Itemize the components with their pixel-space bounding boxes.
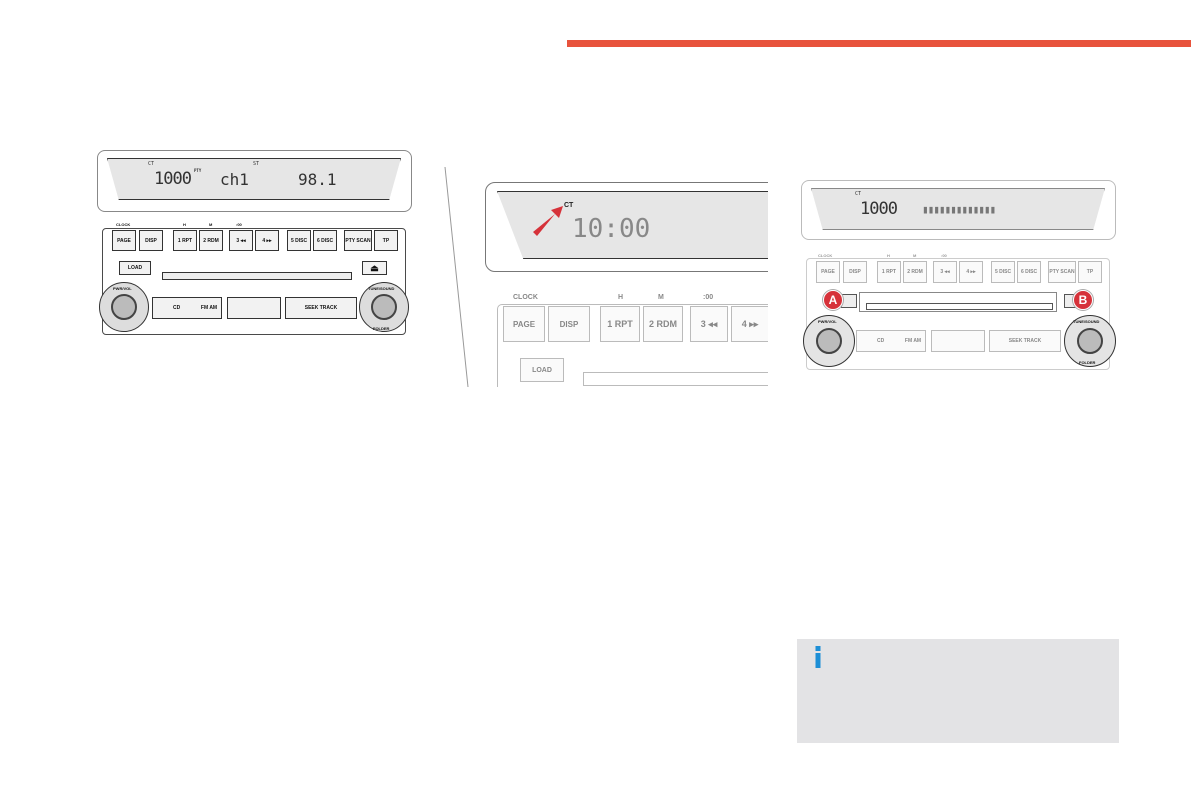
clock-label: CLOCK bbox=[818, 253, 833, 258]
arrow-icon bbox=[533, 206, 563, 236]
channel-readout: ch1 bbox=[220, 170, 249, 189]
radio-illustration-1: CT 1000 PTY ch1 ST 98.1 CLOCK H M :00 PA… bbox=[97, 150, 413, 340]
clock-readout: 1000 bbox=[860, 199, 898, 219]
seek-track-button[interactable]: SEEK TRACK bbox=[989, 330, 1061, 352]
minute-label: M bbox=[658, 294, 664, 301]
ct-indicator: CT bbox=[148, 161, 155, 167]
cd-slot bbox=[162, 272, 352, 280]
cd-slot bbox=[859, 292, 1057, 312]
preset-6-button[interactable]: 6 DISC bbox=[313, 230, 337, 251]
ct-indicator: CT bbox=[564, 202, 574, 209]
frequency-readout: 98.1 bbox=[298, 170, 337, 189]
folder-label: FOLDER bbox=[1079, 360, 1096, 365]
display-screen: CT 1000 PTY ch1 ST 98.1 bbox=[107, 158, 401, 200]
minute-label: M bbox=[209, 222, 213, 227]
hour-label: H bbox=[887, 253, 890, 258]
zero-label: :00 bbox=[941, 253, 947, 258]
load-button[interactable]: LOAD bbox=[119, 261, 151, 275]
seek-track-button[interactable]: SEEK TRACK bbox=[285, 297, 357, 319]
marker-a: A bbox=[823, 290, 843, 310]
center-blank-button[interactable] bbox=[227, 297, 281, 319]
cd-slot-inner bbox=[866, 303, 1053, 310]
disp-button[interactable]: DISP bbox=[548, 306, 590, 342]
hour-label: H bbox=[618, 294, 624, 301]
preset-2-button[interactable]: 2 RDM bbox=[903, 261, 927, 283]
clock-readout: 1000 bbox=[154, 169, 192, 189]
preset-1-button[interactable]: 1 RPT bbox=[173, 230, 197, 251]
radio-illustration-2: CT 10:00 CLOCK H M :00 PAGE DISP 1 RPT 2… bbox=[485, 182, 768, 387]
preset-6-button[interactable]: 6 DISC bbox=[1017, 261, 1041, 283]
preset-2-button[interactable]: 2 RDM bbox=[199, 230, 223, 251]
pwr-vol-label: PWR/VOL bbox=[818, 319, 837, 324]
tune-sound-knob[interactable] bbox=[1064, 315, 1116, 367]
center-blank-button[interactable] bbox=[931, 330, 985, 352]
page-button[interactable]: PAGE bbox=[112, 230, 136, 251]
tune-sound-label: TUNE/SOUND bbox=[1073, 319, 1100, 324]
radio-illustration-3: CT 1000 ▮▮▮▮▮▮▮▮▮▮▮▮▮ CLOCK H M :00 PAGE… bbox=[801, 180, 1119, 375]
marker-b: B bbox=[1073, 290, 1093, 310]
page-button[interactable]: PAGE bbox=[816, 261, 840, 283]
control-panel bbox=[806, 258, 1110, 370]
preset-2-button[interactable]: 2 RDM bbox=[643, 306, 683, 342]
st-indicator: ST bbox=[253, 161, 260, 167]
control-panel-zoom bbox=[497, 304, 768, 387]
clock-readout: 10:00 bbox=[572, 214, 651, 244]
display-housing bbox=[801, 180, 1116, 240]
zero-label: :00 bbox=[236, 222, 242, 227]
pwr-vol-knob-inner bbox=[816, 328, 842, 354]
cd-button[interactable]: CD bbox=[152, 297, 222, 319]
pty-indicator: PTY bbox=[194, 168, 202, 173]
tune-sound-label: TUNE/SOUND bbox=[368, 286, 395, 291]
tp-button[interactable]: TP bbox=[374, 230, 398, 251]
preset-1-button[interactable]: 1 RPT bbox=[600, 306, 640, 342]
pty-scan-button[interactable]: PTY SCAN bbox=[1048, 261, 1076, 283]
zero-label: :00 bbox=[703, 294, 714, 301]
ct-indicator: CT bbox=[855, 191, 862, 197]
column-divider bbox=[444, 166, 469, 388]
marker-b-label: B bbox=[1078, 293, 1088, 307]
info-icon bbox=[815, 646, 821, 668]
preset-4-button[interactable]: 4 ▸▸ bbox=[959, 261, 983, 283]
marker-a-label: A bbox=[828, 293, 838, 307]
preset-4-button[interactable]: 4 ▸▸ bbox=[255, 230, 279, 251]
tune-sound-knob-inner bbox=[371, 294, 397, 320]
tune-sound-knob-inner bbox=[1077, 328, 1103, 354]
preset-1-button[interactable]: 1 RPT bbox=[877, 261, 901, 283]
hour-label: H bbox=[183, 222, 186, 227]
preset-3-button[interactable]: 3 ◂◂ bbox=[933, 261, 957, 283]
info-box bbox=[797, 639, 1119, 743]
preset-5-button[interactable]: 5 DISC bbox=[991, 261, 1015, 283]
disp-button[interactable]: DISP bbox=[139, 230, 163, 251]
disp-button[interactable]: DISP bbox=[843, 261, 867, 283]
pty-scan-button[interactable]: PTY SCAN bbox=[344, 230, 372, 251]
preset-5-button[interactable]: 5 DISC bbox=[287, 230, 311, 251]
fm-am-button[interactable]: FM AM bbox=[901, 330, 926, 352]
preset-3-button[interactable]: 3 ◂◂ bbox=[690, 306, 728, 342]
preset-4-button[interactable]: 4 ▸▸ bbox=[731, 306, 768, 342]
header-accent-bar bbox=[567, 40, 1191, 47]
clock-label: CLOCK bbox=[116, 222, 131, 227]
pwr-vol-knob-inner bbox=[111, 294, 137, 320]
preset-3-button[interactable]: 3 ◂◂ bbox=[229, 230, 253, 251]
display-screen: CT 1000 ▮▮▮▮▮▮▮▮▮▮▮▮▮ bbox=[811, 188, 1105, 230]
tune-sound-knob[interactable] bbox=[359, 282, 409, 332]
pwr-vol-label: PWR/VOL bbox=[113, 286, 132, 291]
blocks-readout: ▮▮▮▮▮▮▮▮▮▮▮▮▮ bbox=[922, 203, 996, 216]
minute-label: M bbox=[913, 253, 917, 258]
pwr-vol-knob[interactable] bbox=[803, 315, 855, 367]
load-button[interactable]: LOAD bbox=[520, 358, 564, 382]
tp-button[interactable]: TP bbox=[1078, 261, 1102, 283]
page-button[interactable]: PAGE bbox=[503, 306, 545, 342]
fm-am-button[interactable]: FM AM bbox=[197, 297, 222, 319]
clock-label: CLOCK bbox=[513, 294, 538, 301]
load-button-small[interactable] bbox=[841, 294, 857, 308]
pwr-vol-knob[interactable] bbox=[99, 282, 149, 332]
cd-slot bbox=[583, 372, 768, 386]
folder-label: FOLDER bbox=[373, 326, 390, 331]
eject-button[interactable]: ⏏ bbox=[362, 261, 387, 275]
